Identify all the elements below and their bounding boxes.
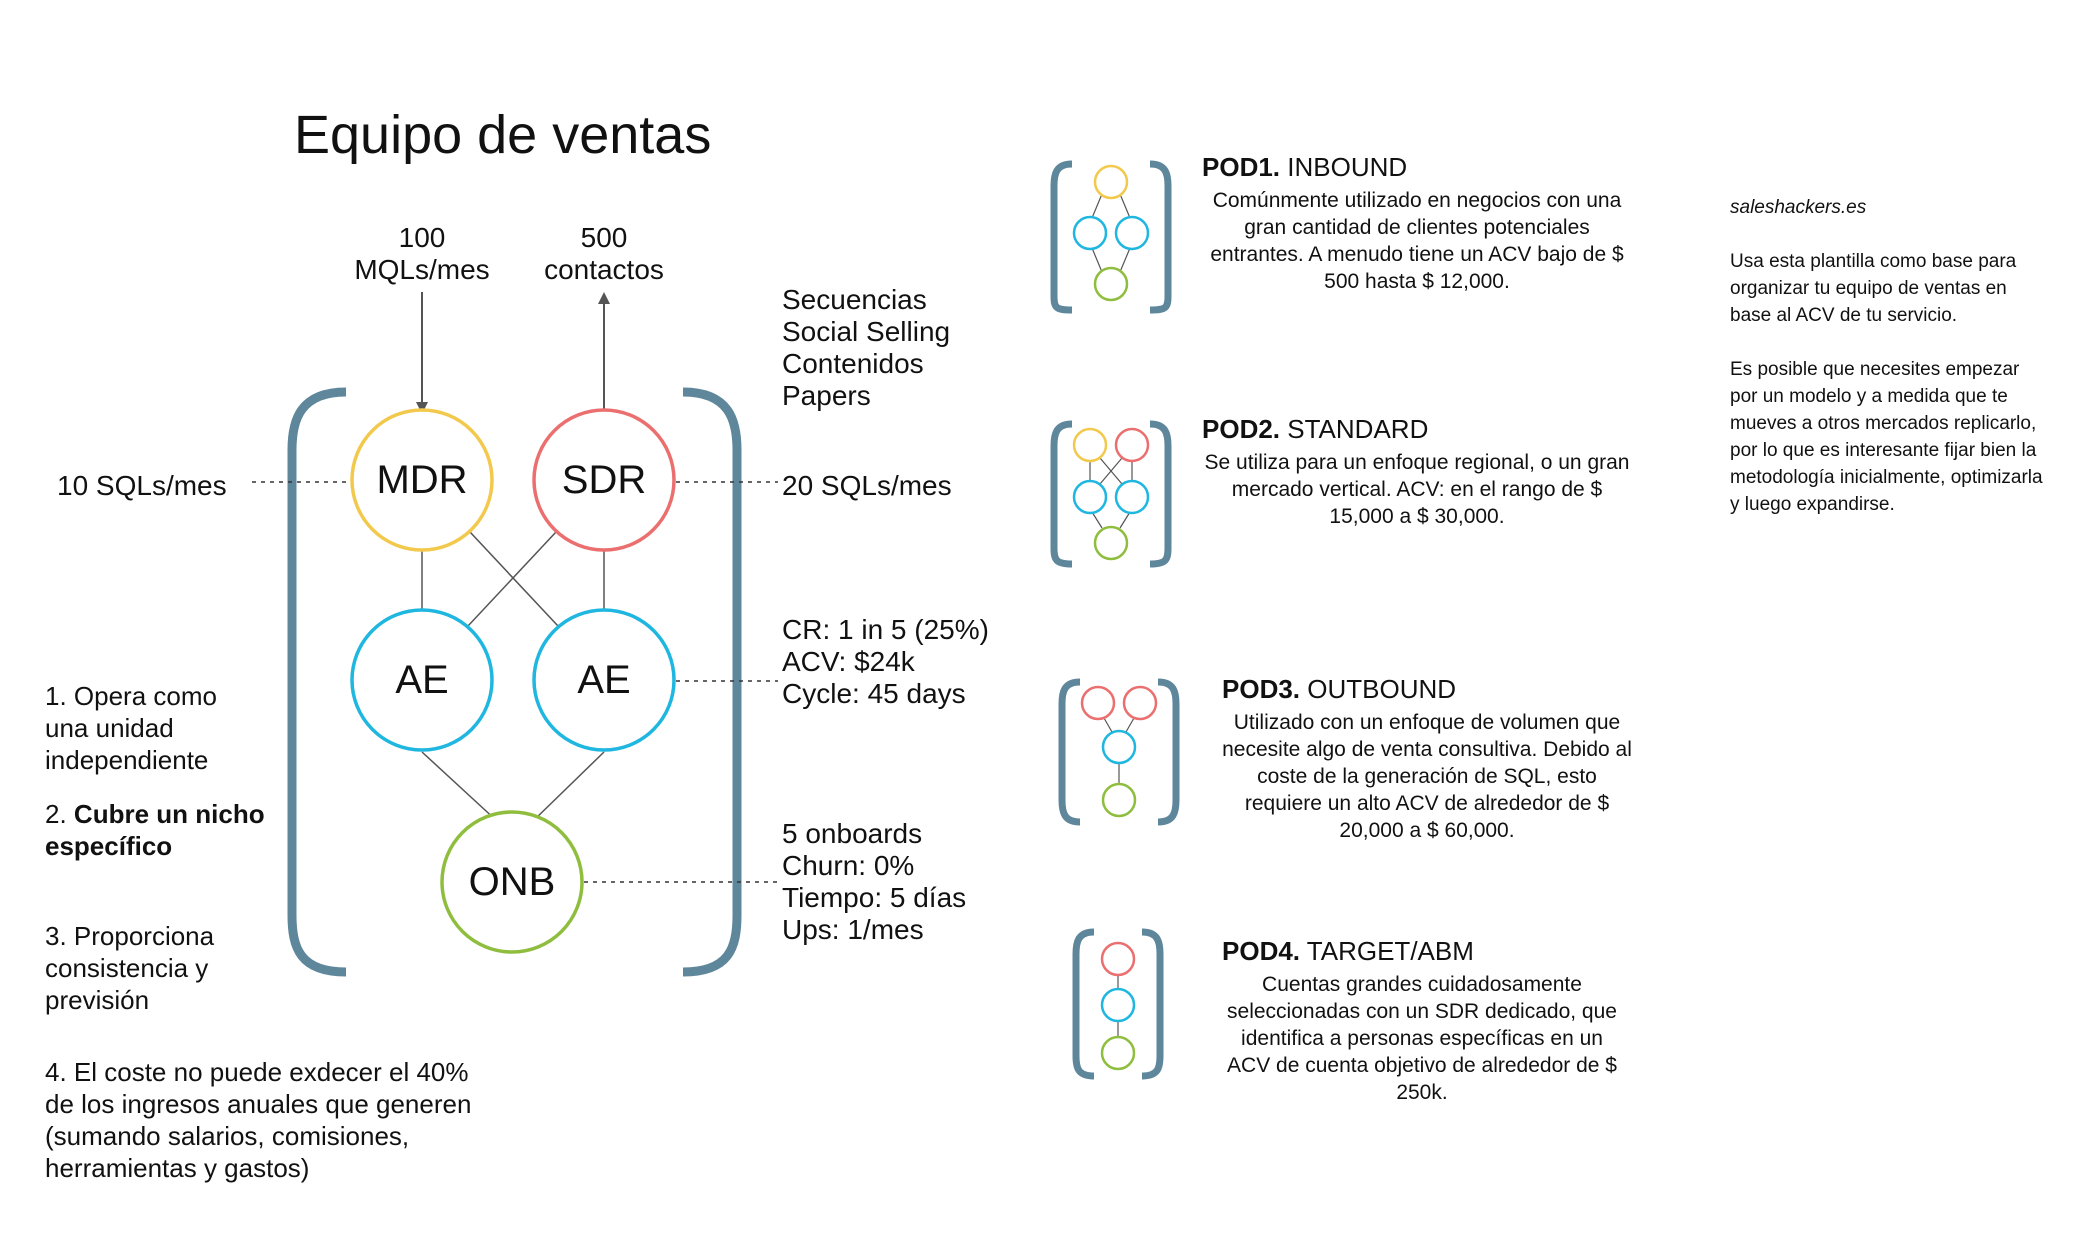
pod4-description: Cuentas grandes cuidadosamente seleccion… [1227,973,1617,1104]
contacts-unit: contactos [544,254,664,285]
mdr-sqls-label: 10 SQLs/mes [57,470,227,501]
pod2-title: POD2. STANDARD [1202,414,1632,445]
principle-2-prefix: 2. [45,799,74,829]
onb-node [440,810,584,954]
metric-item: Cycle: 45 days [782,678,966,709]
metric-item: Tiempo: 5 días [782,882,967,913]
mdr-label: MDR [376,458,467,502]
sidebar-paragraph-1: Usa esta plantilla como base para organi… [1730,251,2017,326]
ae-right-node [532,608,676,752]
pod4-block: POD4. TARGET/ABM Cuentas grandes cuidado… [1222,936,1622,1106]
team-bracket-left [287,387,347,977]
pod2-description: Se utiliza para un enfoque regional, o u… [1204,451,1630,528]
principle-3: 3. Proporciona consistencia y previsión [45,921,215,1015]
sdr-node [532,408,676,552]
pod1-mini-diagram [1050,160,1172,314]
principle-2-bold: Cubre un nicho específico [45,799,265,861]
tactic-item: Contenidos [782,348,924,379]
metric-item: 5 onboards [782,818,923,849]
sidebar-note: saleshackers.es Usa esta plantilla como … [1730,194,2046,518]
tactic-item: Secuencias [782,284,927,315]
tactic-item: Social Selling [782,316,951,347]
mqls-value: 100 [398,222,446,253]
site-name: saleshackers.es [1730,197,1867,218]
pod1-name: POD1. [1202,152,1281,182]
pod3-name: POD3. [1222,674,1301,704]
ae-left-label: AE [395,658,448,702]
principle-2: 2. Cubre un nicho específico [45,798,285,862]
mdr-node [350,408,494,552]
metric-item: Ups: 1/mes [782,914,924,945]
pod1-block: POD1. INBOUND Comúnmente utilizado en ne… [1202,152,1632,295]
sdr-label: SDR [562,458,646,502]
tactic-item: Papers [782,380,871,411]
ae-left-node [350,608,494,752]
metric-item: CR: 1 in 5 (25%) [782,614,989,645]
mqls-unit: MQLs/mes [354,254,490,285]
onb-metrics-list: 5 onboards Churn: 0% Tiempo: 5 días Ups:… [782,818,966,946]
contacts-label: 500 contactos [534,222,674,286]
pod2-name: POD2. [1202,414,1281,444]
pod1-type: INBOUND [1287,152,1408,182]
page-title: Equipo de ventas [294,105,712,165]
pod4-name: POD4. [1222,936,1301,966]
pod3-mini-diagram [1058,678,1180,826]
outbound-tactics-list: Secuencias Social Selling Contenidos Pap… [782,284,950,412]
team-bracket-right [682,387,742,977]
mqls-label: 100 MQLs/mes [352,222,492,286]
pod4-type: TARGET/ABM [1306,936,1474,966]
ae-metrics-list: CR: 1 in 5 (25%) ACV: $24k Cycle: 45 day… [782,614,989,710]
pod3-type: OUTBOUND [1307,674,1457,704]
pod3-title: POD3. OUTBOUND [1222,674,1632,705]
metric-item: Churn: 0% [782,850,915,881]
pod1-title: POD1. INBOUND [1202,152,1632,183]
onb-label: ONB [469,860,556,904]
node-connectors [421,531,605,823]
pod2-mini-diagram [1050,420,1172,568]
pod3-description: Utilizado con un enfoque de volumen que … [1222,711,1632,842]
dotted-leaders [252,481,778,883]
pod4-title: POD4. TARGET/ABM [1222,936,1622,967]
principle-4: 4. El coste no puede exdecer el 40% de l… [45,1057,472,1183]
pod3-block: POD3. OUTBOUND Utilizado con un enfoque … [1222,674,1632,844]
principle-1: 1. Opera como una unidad independiente [45,681,217,775]
contacts-value: 500 [580,222,628,253]
ae-right-label: AE [577,658,630,702]
pod2-type: STANDARD [1287,414,1429,444]
sdr-sqls-label: 20 SQLs/mes [782,470,952,501]
pod1-description: Comúnmente utilizado en negocios con una… [1210,189,1624,293]
metric-item: ACV: $24k [782,646,915,677]
sidebar-paragraph-2: Es posible que necesites empezar por un … [1730,359,2043,515]
pod2-block: POD2. STANDARD Se utiliza para un enfoqu… [1202,414,1632,530]
pod4-mini-diagram [1072,928,1164,1080]
